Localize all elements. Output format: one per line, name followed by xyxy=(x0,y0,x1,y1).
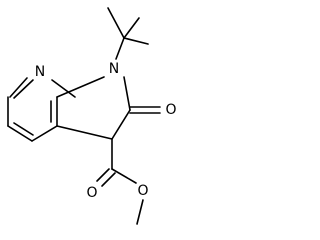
bond-c3-c3a xyxy=(56,125,113,140)
bond-n1-c2 xyxy=(123,76,131,111)
tert-butyl-group xyxy=(107,7,149,60)
bond-ester-c-o-double-2 xyxy=(101,172,116,187)
atom-label-lactam-oxygen: O xyxy=(165,102,176,118)
pyridine-ring xyxy=(7,77,76,142)
bond-pyridine-n-c6 xyxy=(9,77,28,98)
bond-ester-c-o-single xyxy=(111,168,137,184)
bond-tbu-methyl-1 xyxy=(107,7,125,39)
bond-c5-c4-inner xyxy=(13,122,34,136)
atom-label-lactam-nitrogen: N xyxy=(109,61,119,77)
bond-c4-c3a xyxy=(31,125,58,142)
bond-o-methyl xyxy=(136,199,144,225)
bond-tbu-methyl-2 xyxy=(123,37,149,45)
lactam-ring xyxy=(56,76,161,140)
bond-ester-c-o-double-1 xyxy=(96,168,110,182)
bond-pyridine-n-c7a xyxy=(51,79,76,98)
methyl-ester-group xyxy=(96,138,144,225)
atom-label-pyridine-nitrogen: N xyxy=(35,64,45,80)
bond-pyridine-n-c6-inner xyxy=(13,79,34,99)
bond-c5-c4 xyxy=(7,125,33,142)
bond-n-to-quaternary-c xyxy=(115,37,125,60)
bond-tbu-methyl-3 xyxy=(123,17,140,39)
atom-label-ester-ether-oxygen: O xyxy=(137,183,148,199)
molecule-structure: N N O O O xyxy=(7,7,177,225)
bond-c2-c3 xyxy=(111,109,131,140)
atom-label-ester-carbonyl-oxygen: O xyxy=(86,185,97,201)
bond-c7a-n1 xyxy=(56,76,105,98)
